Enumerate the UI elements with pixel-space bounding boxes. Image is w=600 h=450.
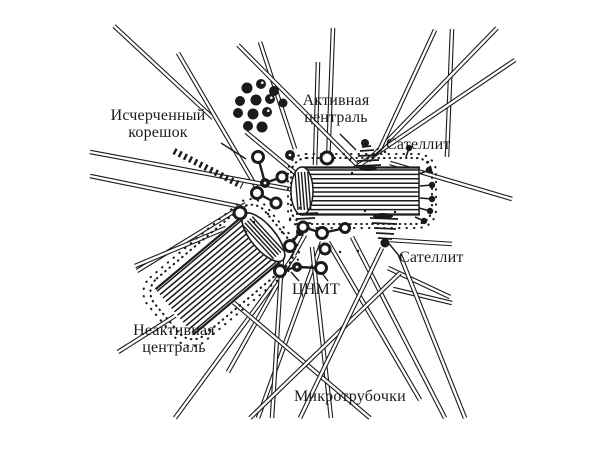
label-pointer-lines: [220, 133, 401, 282]
label-microtubules: Микротрубочки: [294, 388, 406, 405]
microtubule-ring-sections: [232, 150, 351, 278]
label-active-centriole-line2: централь: [304, 109, 368, 127]
satellite-bottom-drawing: [369, 213, 399, 248]
pericentriolar-pins: [405, 144, 436, 225]
label-inactive-centriole-line1: Неактивная: [133, 322, 215, 339]
striated-rootlet-drawing: [172, 148, 244, 189]
label-inactive-centriole-line2: централь: [142, 339, 206, 357]
label-active-centriole: Активная централь: [290, 92, 382, 127]
label-inactive-centriole: Неактивная централь: [122, 322, 226, 357]
stipple-dots: [244, 150, 430, 254]
label-striated-rootlet-line2: корешок: [128, 124, 188, 142]
label-striated-rootlet: Исчерченный корешок: [92, 107, 224, 142]
label-satellite-top: Сателлит: [386, 136, 451, 153]
granule-cluster: [233, 79, 288, 133]
label-cmtoc: ЦНМТ: [292, 281, 340, 298]
inactive-centriole-drawing: [142, 198, 301, 348]
label-satellite-right: Сателлит: [399, 249, 464, 266]
label-active-centriole-line1: Активная: [302, 92, 370, 109]
active-centriole-drawing: [287, 153, 437, 229]
label-striated-rootlet-line1: Исчерченный: [110, 107, 206, 124]
